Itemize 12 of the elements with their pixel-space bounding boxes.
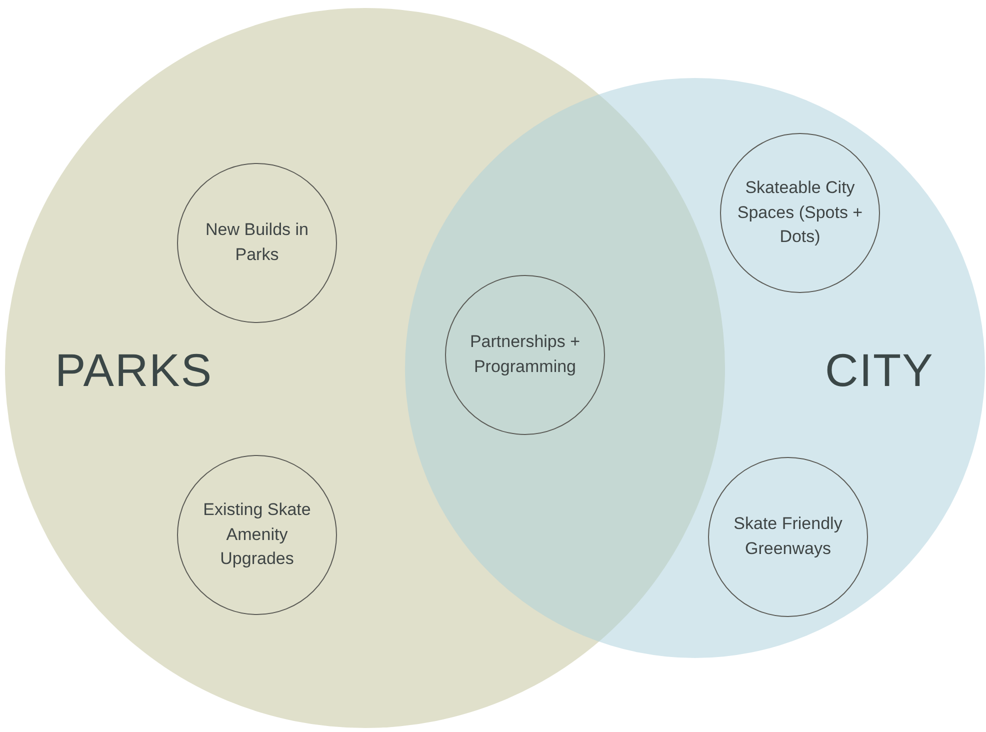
circle-label: New Builds in Parks: [204, 219, 310, 266]
circle-label: Existing Skate Amenity Upgrades: [202, 499, 312, 570]
circle-label: Partnerships + Programming: [468, 331, 582, 378]
set-label: CITY: [825, 343, 934, 397]
circle-label: Skate Friendly Greenways: [732, 513, 844, 560]
topic-circle: [445, 275, 605, 435]
topic-circle: [177, 163, 337, 323]
topic-circle: [708, 457, 868, 617]
set-label: PARKS: [55, 343, 213, 397]
topic-circle: [177, 455, 337, 615]
topic-circle: [720, 133, 880, 293]
circle-label: Skateable City Spaces (Spots + Dots): [736, 177, 864, 248]
